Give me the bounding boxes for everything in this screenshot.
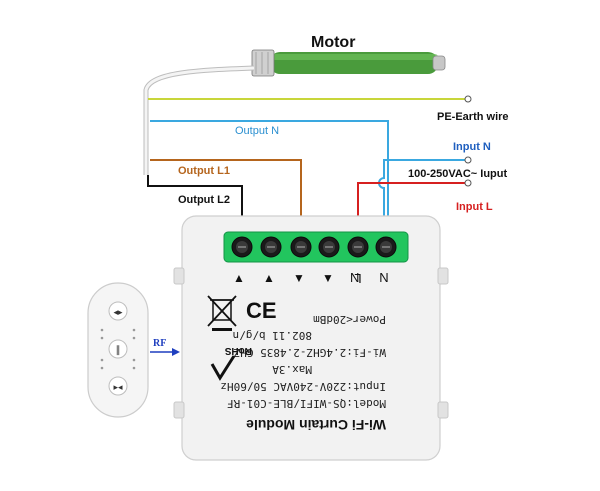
remote-close-button[interactable] bbox=[108, 376, 128, 396]
module-std: 802.11 b/g/n bbox=[233, 329, 312, 342]
rohs-mark: RoHS bbox=[224, 345, 252, 356]
rf-remote: ◂▸ ∥ ▸◂ bbox=[87, 282, 149, 418]
rf-arrow-head bbox=[172, 348, 180, 356]
motor-title: Motor bbox=[311, 34, 355, 51]
pe-earth-label: PE-Earth wire bbox=[437, 111, 509, 123]
module-title: Wi-Fi Curtain Module bbox=[246, 417, 386, 433]
module-power: Power<20dBm bbox=[313, 313, 386, 326]
remote-pause-button[interactable] bbox=[108, 339, 128, 359]
output-l2-label: Output L2 bbox=[178, 194, 230, 206]
module-model: Model:QS-WIFI/BLE-C01-RF bbox=[227, 397, 386, 410]
module-markings: Wi-Fi Curtain Module Model:QS-WIFI/BLE-C… bbox=[220, 313, 386, 433]
curtain-module: ▲ ▲ ▼ ▼ N L L N Wi-Fi Curtain Module Mod… bbox=[173, 215, 449, 461]
output-n-wire bbox=[150, 120, 389, 232]
terminal-label-l: L bbox=[354, 271, 361, 286]
terminal-label-5: N bbox=[350, 270, 359, 285]
close-arrows-icon: ▸◂ bbox=[113, 382, 123, 392]
terminal-label-2: ▲ bbox=[263, 271, 275, 285]
rf-label: RF bbox=[153, 338, 166, 349]
module-max: Max.3A bbox=[272, 363, 312, 376]
output-l2-wire bbox=[147, 175, 243, 232]
input-n-label: Input N bbox=[453, 141, 491, 153]
input-l-label: Input L bbox=[456, 201, 493, 213]
input-l-terminal bbox=[464, 179, 472, 187]
module-body bbox=[181, 215, 441, 461]
output-n-label: Output N bbox=[235, 125, 279, 137]
motor bbox=[251, 49, 446, 77]
module-input: Input:220V-240VAC 50/60Hz bbox=[220, 380, 386, 393]
output-l1-wire bbox=[150, 159, 302, 232]
terminal-label-4: ▼ bbox=[322, 271, 334, 285]
ce-mark: CE bbox=[246, 298, 277, 323]
motor-end-cap bbox=[432, 55, 446, 71]
rf-signal: RF bbox=[150, 338, 180, 356]
terminal-label-3: ▼ bbox=[293, 271, 305, 285]
earth-terminal bbox=[464, 95, 472, 103]
weee-bin-icon bbox=[207, 295, 237, 331]
remote-open-button[interactable] bbox=[108, 301, 128, 321]
module-wifi: Wi-Fi:2.4GHZ-2.4835 GHZ bbox=[233, 346, 386, 359]
terminal-label-1: ▲ bbox=[233, 271, 245, 285]
motor-head bbox=[251, 49, 275, 77]
pause-icon: ∥ bbox=[116, 345, 121, 356]
open-arrows-icon: ◂▸ bbox=[113, 307, 123, 317]
input-n-terminal bbox=[464, 156, 472, 164]
rohs-check-icon bbox=[210, 355, 236, 381]
terminal-screws bbox=[231, 236, 397, 258]
voltage-label: 100-250VAC~ Iuput bbox=[408, 168, 507, 180]
terminal-label-n: N bbox=[379, 270, 388, 285]
output-l1-label: Output L1 bbox=[178, 165, 230, 177]
